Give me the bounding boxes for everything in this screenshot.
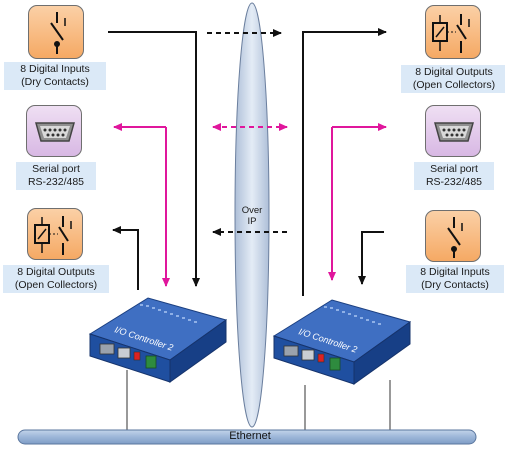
left-digital-outputs-tile: [27, 208, 83, 260]
right-outputs-label: 8 Digital Outputs (Open Collectors): [401, 65, 505, 93]
relay-coil-icon: [34, 216, 72, 255]
over-ip-line2: IP: [247, 216, 257, 227]
right-serial-label-line1: Serial port: [430, 163, 478, 175]
right-outputs-label-line2: (Open Collectors): [412, 79, 496, 91]
io-controller-device-icon: [88, 297, 228, 383]
left-io-controller: I/O Controller 2: [88, 297, 228, 383]
left-outputs-label-line1: 8 Digital Outputs: [17, 266, 95, 278]
left-inputs-label: 8 Digital Inputs (Dry Contacts): [4, 62, 106, 90]
right-inputs-label-line1: 8 Digital Inputs: [420, 266, 490, 278]
right-serial-port-tile: [425, 105, 481, 157]
switch-contact-icon: [447, 217, 463, 258]
ethernet-bar: [17, 429, 477, 445]
left-inputs-label-line2: (Dry Contacts): [21, 76, 89, 88]
left-outputs-label-line2: (Open Collectors): [14, 279, 98, 291]
right-io-controller: I/O Controller 2: [272, 299, 412, 385]
over-ip-label: Over IP: [233, 205, 271, 227]
db9-serial-port-icon: [35, 122, 75, 142]
over-ip-line1: Over: [241, 205, 263, 216]
switch-contact-icon: [50, 12, 66, 54]
right-serial-label-line2: RS-232/485: [425, 176, 483, 188]
right-outputs-label-line1: 8 Digital Outputs: [415, 66, 493, 78]
left-digital-inputs-tile: [28, 5, 84, 59]
io-controller-device-icon: [272, 299, 412, 385]
right-inputs-label: 8 Digital Inputs (Dry Contacts): [406, 265, 504, 293]
right-inputs-arrow: [358, 231, 384, 285]
left-serial-label-line2: RS-232/485: [27, 176, 85, 188]
right-inputs-label-line2: (Dry Contacts): [421, 279, 489, 291]
left-outputs-label: 8 Digital Outputs (Open Collectors): [3, 265, 109, 293]
right-outputs-arrow: [302, 28, 387, 296]
left-serial-label-line1: Serial port: [32, 163, 80, 175]
left-outputs-arrow: [112, 226, 139, 290]
left-serial-label: Serial port RS-232/485: [16, 162, 96, 190]
left-inputs-arrow: [108, 31, 200, 287]
left-serial-port-tile: [26, 105, 82, 157]
relay-coil-icon: [432, 14, 470, 53]
right-digital-outputs-tile: [425, 5, 481, 59]
db9-serial-port-icon: [434, 122, 474, 142]
left-inputs-label-line1: 8 Digital Inputs: [20, 63, 90, 75]
right-serial-label: Serial port RS-232/485: [414, 162, 494, 190]
ip-network-ellipse: [234, 2, 270, 428]
ethernet-label: Ethernet: [229, 430, 271, 442]
right-digital-inputs-tile: [425, 210, 481, 262]
